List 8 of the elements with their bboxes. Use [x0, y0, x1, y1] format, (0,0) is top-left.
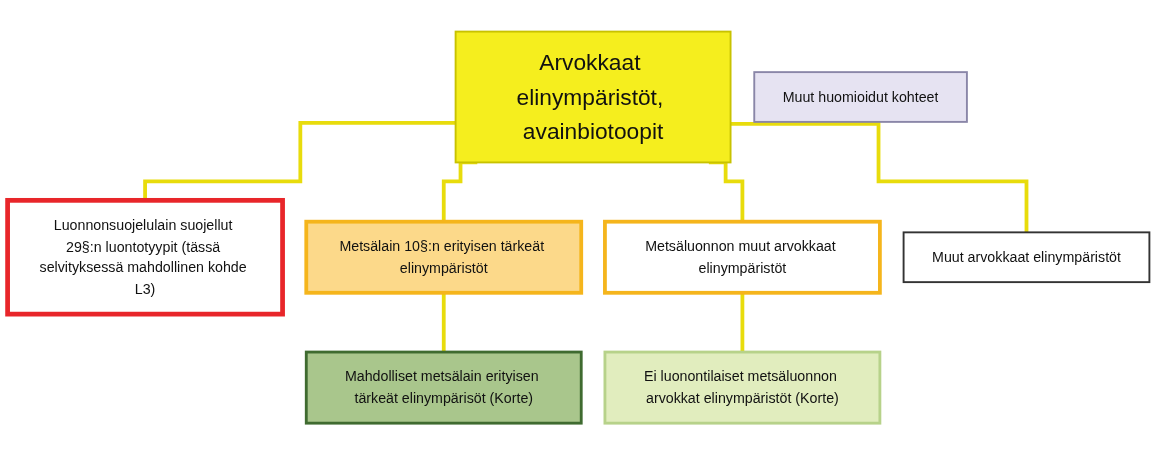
node-box: Mahdolliset metsälain erityisen tärkeät elinympärisöt (Korte) [304, 350, 583, 425]
node-box: Metsälain 10§:n erityisen tärkeät elinympäristöt [304, 219, 584, 295]
node-box: Muut arvokkaat elinympäristöt [902, 231, 1151, 283]
node-box: Ei luonontilaiset metsäluonnon arvokkat elinympäristöt (Korte) [603, 350, 882, 425]
node-box: Metsäluonnon muut arvokkaat elinympäristöt [603, 219, 882, 295]
node-box: Muut huomioidut kohteet [753, 70, 968, 123]
node-box: Arvokkaat elinympäristöt, avainbiotoopit [454, 30, 732, 163]
node-box: Luonnonsuojelulain suojellut 29§:n luontotyypit (tässä selvityksessä mahdollinen kohde L3) [5, 197, 285, 317]
